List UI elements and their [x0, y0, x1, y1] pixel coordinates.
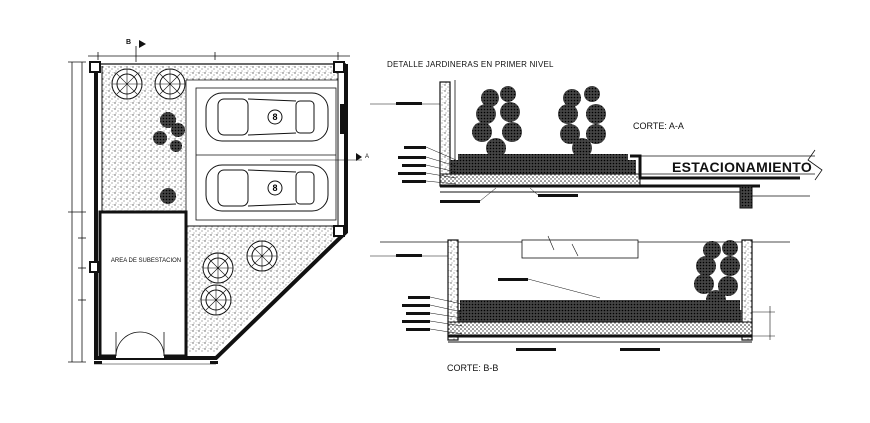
- section-mark-b: B: [126, 39, 132, 46]
- parking-label: ESTACIONAMIENTO: [672, 159, 813, 175]
- detail-title: DETALLE JARDINERAS EN PRIMER NIVEL: [387, 60, 554, 69]
- section-a-a: [370, 80, 823, 209]
- shrub-icon: [153, 112, 185, 204]
- section-b-b: [370, 235, 790, 351]
- section-a-label: CORTE: A-A: [633, 121, 684, 131]
- tree-icon: [200, 284, 232, 316]
- tree-icon: [202, 252, 234, 284]
- car-icon: [205, 164, 329, 212]
- shrub-icon: [460, 240, 740, 310]
- section-mark-a: A: [365, 154, 370, 160]
- tree-icon: [246, 240, 278, 272]
- section-b-label: CORTE: B-B: [447, 363, 499, 373]
- tree-icon: [111, 68, 143, 100]
- car-number-2: 8: [272, 183, 278, 193]
- tree-icon: [154, 68, 186, 100]
- car-icon: [205, 92, 329, 142]
- substation-label: AREA DE SUBESTACION: [110, 258, 182, 264]
- shrub-icon: [472, 86, 606, 158]
- car-number-1: 8: [272, 112, 278, 122]
- plan-view: [68, 40, 362, 365]
